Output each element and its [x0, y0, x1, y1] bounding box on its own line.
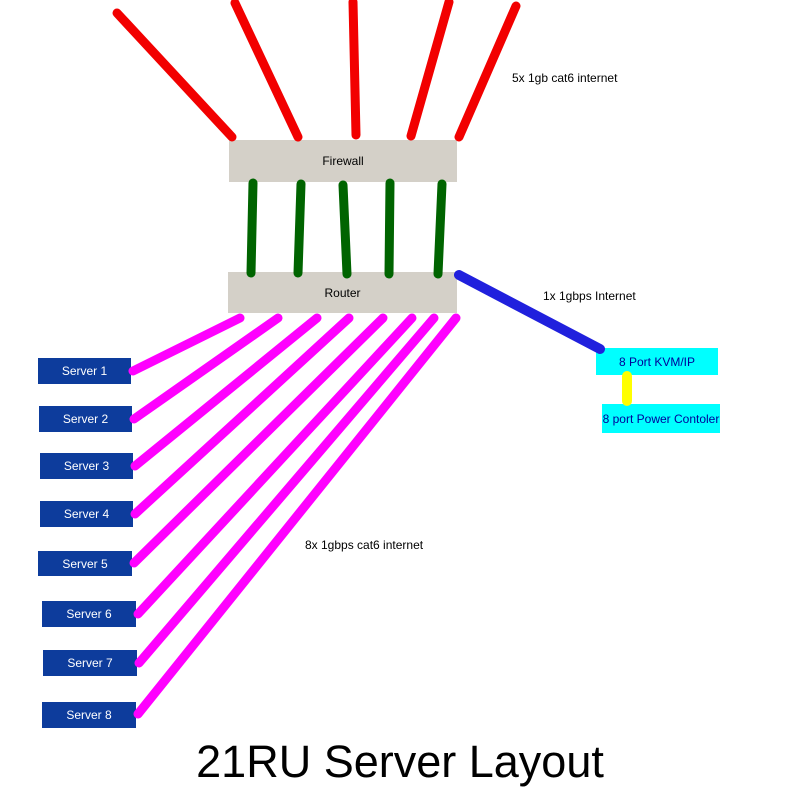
server-8-node: Server 8 — [42, 702, 136, 728]
firewall-node: Firewall — [229, 140, 457, 182]
uplink-cable-5 — [454, 1, 521, 142]
firewall-router-cable-4 — [384, 178, 395, 279]
uplinks-cable-label: 5x 1gb cat6 internet — [512, 71, 618, 85]
server-2-label: Server 2 — [62, 412, 109, 426]
server-5-node: Server 5 — [38, 551, 132, 576]
server-6-label: Server 6 — [66, 607, 112, 621]
firewall-router-cable-5 — [433, 179, 447, 279]
server-cable-8 — [133, 313, 461, 719]
server-cables-label: 8x 1gbps cat6 internet — [305, 538, 424, 552]
server-8-label: Server 8 — [66, 708, 112, 722]
server-7-node: Server 7 — [43, 650, 137, 676]
server-4-label: Server 4 — [63, 507, 110, 521]
server-6-node: Server 6 — [42, 601, 136, 627]
server-4-node: Server 4 — [40, 501, 133, 527]
server-3-node: Server 3 — [40, 453, 133, 479]
server-3-label: Server 3 — [63, 459, 110, 473]
router-label: Router — [324, 285, 361, 300]
uplink-cable-1 — [112, 8, 237, 142]
kvm-node: 8 Port KVM/IP — [596, 348, 718, 375]
firewall-label: Firewall — [322, 154, 364, 168]
server-cable-6 — [133, 313, 417, 619]
internet-cable-label: 1x 1gbps Internet — [543, 289, 636, 303]
server-cable-5 — [129, 313, 388, 568]
internet-kvm-cable — [454, 270, 605, 354]
kvm-label: 8 Port KVM/IP — [618, 354, 696, 369]
firewall-router-cable-3 — [338, 180, 352, 279]
server-cable-7 — [134, 313, 439, 668]
uplink-cable-2 — [230, 0, 303, 142]
uplink-cable-4 — [406, 0, 454, 141]
server-cable-1 — [128, 313, 245, 376]
server-7-label: Server 7 — [67, 656, 113, 670]
server-5-label: Server 5 — [62, 556, 108, 571]
firewall-router-cable-1 — [246, 178, 258, 278]
server-cable-3 — [130, 313, 322, 471]
server-1-label: Server 1 — [61, 364, 108, 378]
server-cable-2 — [129, 313, 283, 424]
router-node: Router — [228, 272, 457, 313]
power-controller-label: 8 port Power Contoler — [602, 411, 720, 426]
server-1-node: Server 1 — [38, 358, 131, 384]
firewall-router-cable-2 — [293, 179, 306, 278]
diagram-title: 21RU Server Layout — [196, 736, 604, 787]
server-2-node: Server 2 — [39, 406, 132, 432]
uplink-cable-3 — [348, 0, 361, 140]
server-cable-4 — [130, 313, 354, 519]
power-controller-node: 8 port Power Contoler — [602, 404, 720, 433]
